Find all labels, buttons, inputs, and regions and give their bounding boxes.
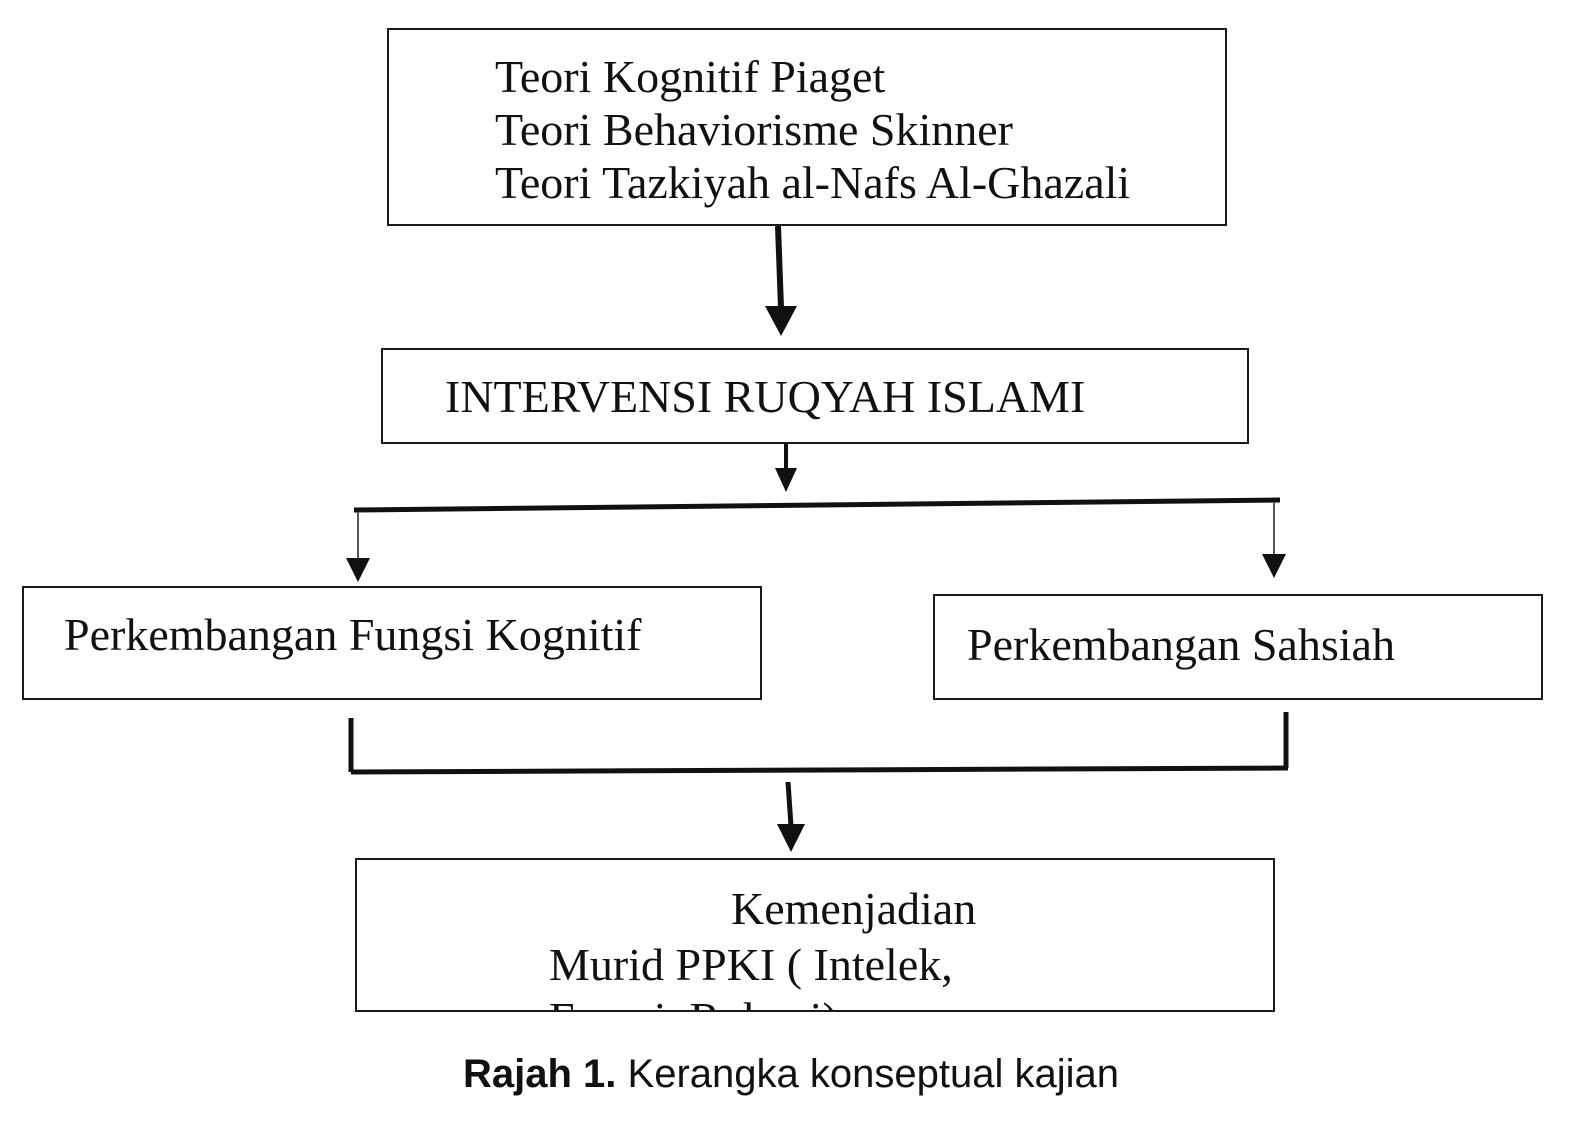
outcome-line-3: Emosi, Rohani)	[549, 994, 838, 1011]
intervention-box: INTERVENSI RUQYAH ISLAMI	[381, 348, 1249, 444]
student-outcome-box: Kemenjadian Murid PPKI ( Intelek, Emosi,…	[355, 858, 1275, 1012]
personality-development-label: Perkembangan Sahsiah	[967, 619, 1395, 670]
arrowhead-split-to-personality	[1262, 554, 1286, 578]
arrowhead-theories-to-intervention	[765, 306, 797, 336]
arrow-theories-to-intervention	[775, 225, 784, 309]
merge-bar	[350, 765, 1289, 775]
theory-skinner: Teori Behaviorisme Skinner	[495, 104, 1013, 155]
cognitive-development-box: Perkembangan Fungsi Kognitif	[22, 586, 762, 700]
intervention-label: INTERVENSI RUQYAH ISLAMI	[445, 371, 1086, 422]
outcome-line-1: Kemenjadian	[731, 883, 977, 934]
arrowhead-intervention-to-split	[775, 468, 797, 492]
split-bar	[353, 497, 1281, 513]
arrowhead-merge-to-result	[777, 824, 805, 852]
figure-caption-label: Rajah 1.	[463, 1052, 617, 1096]
theory-al-ghazali: Teori Tazkiyah al-Nafs Al-Ghazali	[495, 157, 1131, 208]
cognitive-development-label: Perkembangan Fungsi Kognitif	[64, 609, 642, 660]
theories-box: Teori Kognitif Piaget Teori Behaviorisme…	[387, 28, 1227, 226]
theory-piaget: Teori Kognitif Piaget	[495, 51, 886, 102]
personality-development-box: Perkembangan Sahsiah	[933, 594, 1543, 700]
outcome-line-2: Murid PPKI ( Intelek,	[549, 939, 953, 990]
figure-caption: Rajah 1. Kerangka konseptual kajian	[0, 1052, 1582, 1097]
arrow-merge-to-result	[785, 781, 794, 827]
arrowhead-split-to-cognitive	[346, 558, 370, 582]
figure-caption-text: Kerangka konseptual kajian	[616, 1052, 1119, 1096]
